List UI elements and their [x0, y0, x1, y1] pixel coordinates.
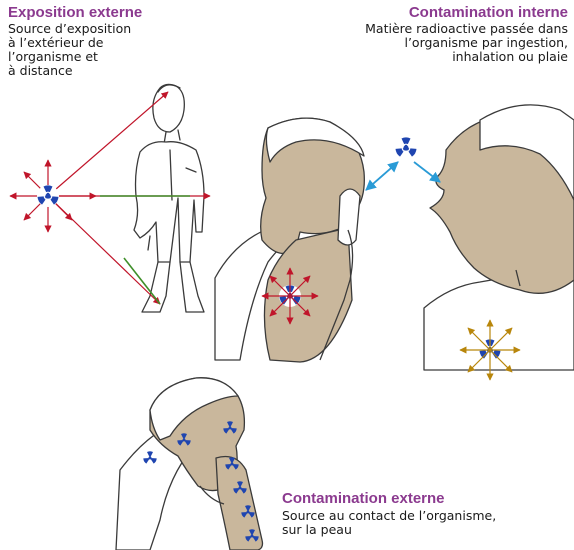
breathing-man-figure	[424, 105, 574, 370]
drinking-man-figure	[215, 118, 364, 362]
chest-arrows	[262, 268, 318, 324]
internal-arrows	[460, 320, 520, 380]
description-line: Source au contact de l’organisme,	[282, 509, 496, 523]
external-exposure-description: Source d’exposition à l’extérieur de l’o…	[8, 22, 131, 78]
standing-man-figure	[134, 84, 204, 312]
description-line: Source d’exposition	[8, 22, 131, 36]
description-line: inhalation ou plaie	[365, 50, 568, 64]
internal-contamination-description: Matière radioactive passée dans l’organi…	[365, 22, 568, 64]
external-exposure-title: Exposition externe	[8, 4, 142, 21]
description-line: à distance	[8, 64, 131, 78]
description-line: à l’extérieur de	[8, 36, 131, 50]
leaning-man-figure	[116, 378, 263, 550]
internal-contamination-title: Contamination interne	[409, 4, 568, 21]
external-contamination-title: Contamination externe	[282, 490, 445, 507]
ingestion-arrow	[366, 162, 398, 190]
description-line: sur la peau	[282, 523, 496, 537]
airborne-trefoil-icon	[395, 137, 418, 159]
description-line: l’organisme par ingestion,	[365, 36, 568, 50]
external-contamination-description: Source au contact de l’organisme, sur la…	[282, 509, 496, 537]
description-line: Matière radioactive passée dans	[365, 22, 568, 36]
inhalation-arrow	[414, 162, 440, 182]
description-line: l’organisme et	[8, 50, 131, 64]
